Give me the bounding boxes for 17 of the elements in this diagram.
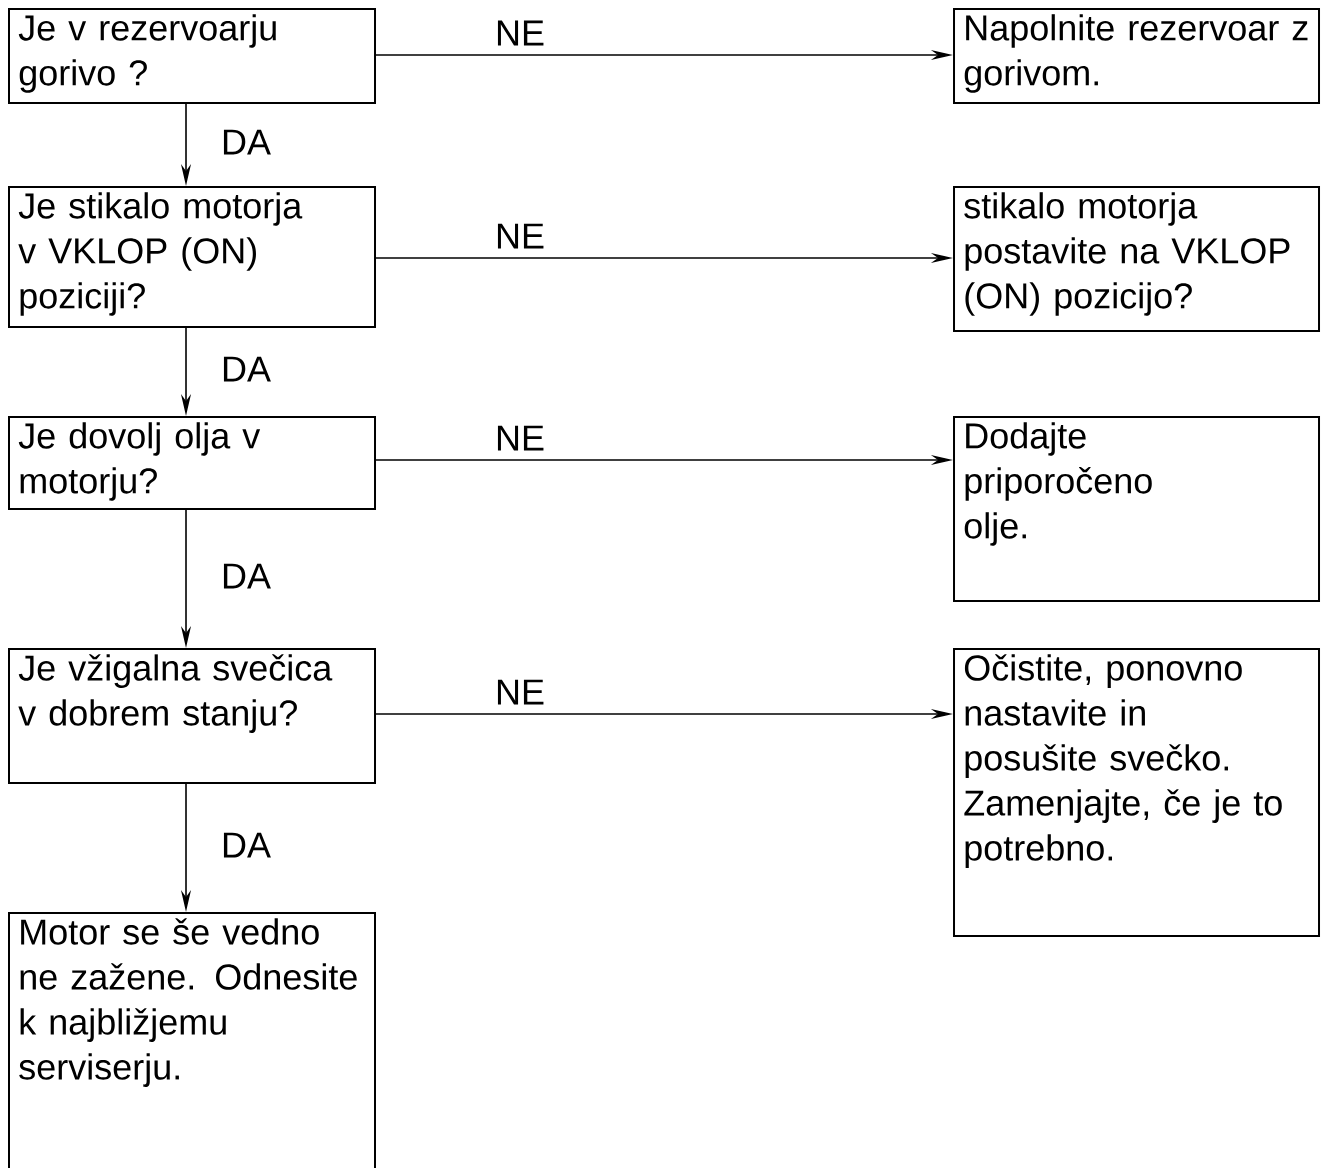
process-box: Motor se še vedno ne zažene. Odnesite k najbližjemu serviserju. <box>8 912 376 1168</box>
process-box: Napolnite rezervoar z gorivom. <box>953 8 1320 104</box>
edge-label: DA <box>223 832 271 858</box>
edge-label: DA <box>223 563 271 589</box>
process-box: Dodajte priporočeno olje. <box>953 416 1320 602</box>
process-box: Je vžigalna svečica v dobrem stanju? <box>8 648 376 784</box>
edge-label: DA <box>223 356 271 382</box>
process-box: Je dovolj olja v motorju? <box>8 416 376 510</box>
edge-label: NE <box>497 679 544 705</box>
edge-label: NE <box>497 425 544 451</box>
process-box: Je v rezervoarju gorivo ? <box>8 8 376 104</box>
edge-label: NE <box>497 20 544 46</box>
process-box: Očistite, ponovno nastavite in posušite svečko. Zamenjajte, če je to potrebno. <box>953 648 1320 937</box>
edge-label: NE <box>497 223 544 249</box>
process-box: stikalo motorja postavite na VKLOP (ON) pozicijo? <box>953 186 1320 332</box>
process-box: Je stikalo motorja v VKLOP (ON) poziciji? <box>8 186 376 328</box>
edge-label: DA <box>223 129 271 155</box>
